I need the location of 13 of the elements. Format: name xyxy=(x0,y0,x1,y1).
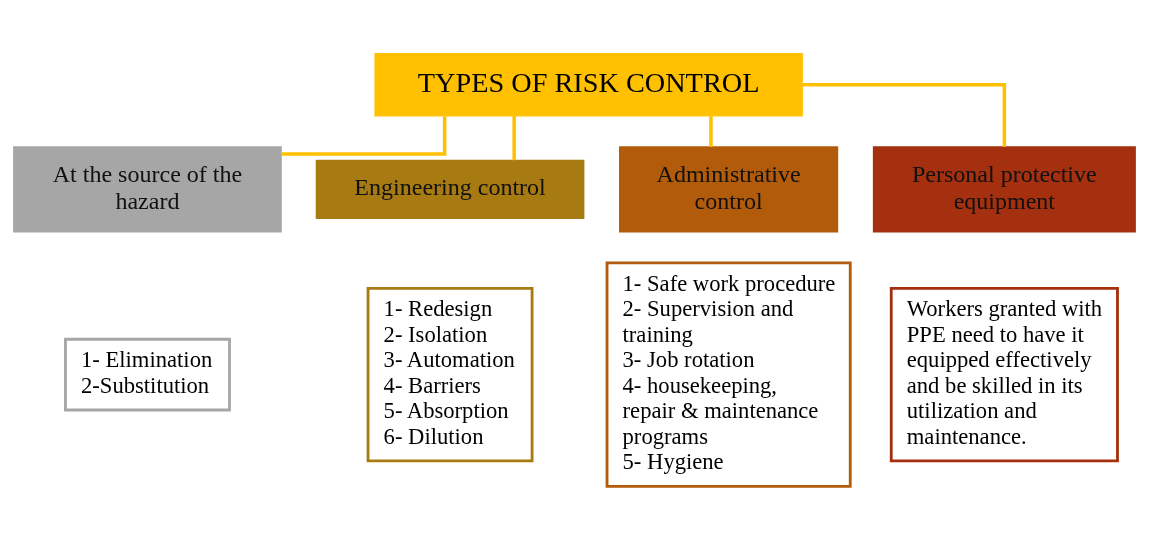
connector xyxy=(709,115,713,147)
node-box: Engineering control xyxy=(315,159,585,219)
connector xyxy=(281,115,447,156)
node-box: 1- Safe work procedure 2- Supervision and training 3- Job rotation 4- housekeeping, repair & maintenance programs 5- Hygiene xyxy=(605,261,852,488)
node-box: Personal protective equipment xyxy=(872,145,1136,233)
node-box: 1- Elimination 2-Substitution xyxy=(64,337,231,411)
node-box: Administrative control xyxy=(619,145,839,233)
node-box: 1- Redesign 2- Isolation 3- Automation 4- Barriers 5- Absorption 6- Dilution xyxy=(366,286,534,462)
connector xyxy=(802,82,1007,147)
node-box: Workers granted with PPE need to have it equipped effectively and be skilled in its utilization and maintenance. xyxy=(889,286,1119,462)
node-box: At the source of the hazard xyxy=(13,145,282,233)
node-box: TYPES OF RISK CONTROL xyxy=(374,52,803,117)
connector xyxy=(512,115,516,160)
